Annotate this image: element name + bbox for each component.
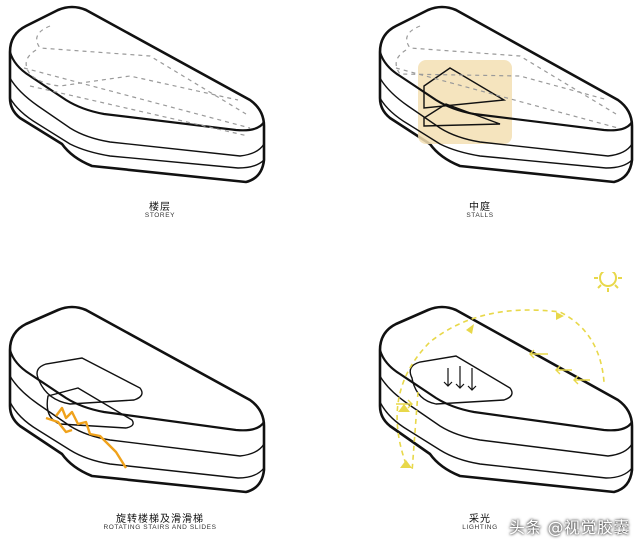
stairs-diagram <box>8 305 266 494</box>
caption-cn: 中庭 <box>469 202 491 213</box>
lighting-diagram <box>378 272 634 494</box>
panel-lighting: 采光 LIGHTING <box>320 272 640 544</box>
caption-cn: 采光 <box>469 514 491 525</box>
caption-en: STOREY <box>144 212 176 219</box>
panel-rotating-stairs: 旋转楼梯及滑滑梯 ROTATING STAIRS AND SLIDES <box>0 272 320 544</box>
sun-icon <box>594 272 622 292</box>
stairs-slide-path <box>45 406 128 469</box>
atrium-highlight <box>418 60 512 144</box>
caption-en: LIGHTING <box>462 524 498 531</box>
stalls-diagram <box>378 5 634 184</box>
panel-stalls: 中庭 STALLS <box>320 0 640 272</box>
caption-cn: 旋转楼梯及滑滑梯 <box>116 514 204 525</box>
sun-path-arc <box>396 309 605 473</box>
light-ray-arrows <box>396 349 590 409</box>
caption-cn: 楼层 <box>149 202 171 213</box>
light-arrow-icon <box>398 312 564 468</box>
watermark: 头条 @视觉胶囊 <box>508 518 630 537</box>
storey-diagram <box>8 5 266 184</box>
panel-storey: 楼层 STOREY <box>0 0 320 272</box>
skylight-arrows <box>443 366 477 391</box>
caption-en: ROTATING STAIRS AND SLIDES <box>103 524 217 531</box>
caption-en: STALLS <box>466 212 494 219</box>
